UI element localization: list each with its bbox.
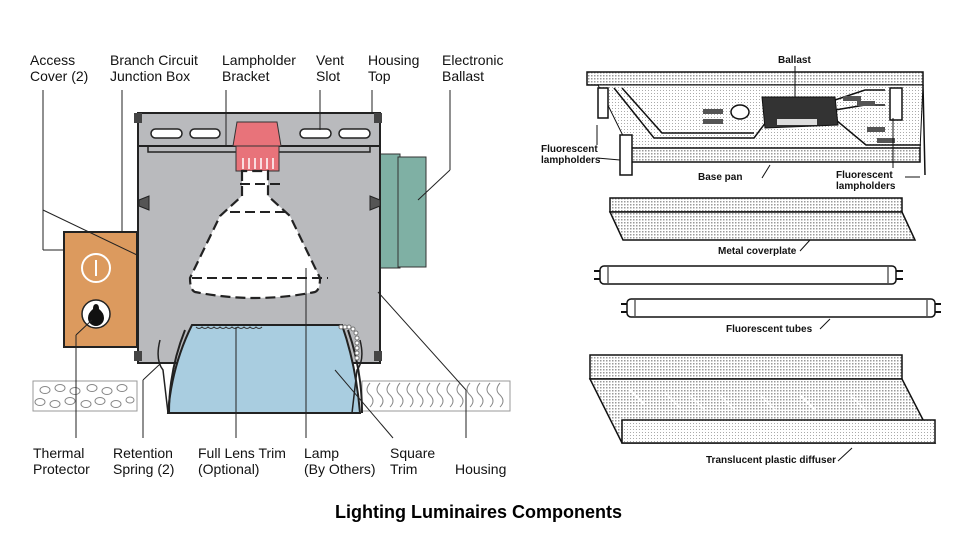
label-diffuser: Translucent plastic diffuser <box>706 455 837 466</box>
label-base-pan: Base pan <box>698 172 743 183</box>
figure-caption: Lighting Luminaires Components <box>335 502 622 522</box>
fluorescent-tube <box>621 298 941 318</box>
lamp <box>188 169 328 300</box>
thermal-protector <box>81 299 111 329</box>
recessed-downlight-diagram <box>32 90 511 439</box>
label-full-lens-trim: Full Lens Trim(Optional) <box>198 445 286 477</box>
label-fluorescent-tubes: Fluorescent tubes <box>726 324 813 335</box>
fluorescent-tube <box>594 265 903 285</box>
ceiling-left <box>32 380 138 412</box>
ballast <box>703 96 895 143</box>
base-pan <box>586 71 926 176</box>
label-housing: Housing <box>455 461 507 477</box>
leader-lines-right <box>596 66 920 462</box>
label-lamp: Lamp(By Others) <box>304 445 376 477</box>
lampholder-bracket <box>232 121 282 172</box>
fluorescent-troffer-diagram <box>586 66 941 462</box>
label-metal-coverplate: Metal coverplate <box>718 246 797 257</box>
translucent-plastic-diffuser <box>588 354 937 444</box>
vent-slots <box>150 128 371 139</box>
power-symbol-icon <box>81 253 111 283</box>
label-ballast: Ballast <box>778 55 811 66</box>
metal-coverplate <box>608 197 917 241</box>
ceiling-right <box>361 380 511 412</box>
junction-box <box>63 231 138 348</box>
electronic-ballast <box>379 153 427 269</box>
leader-lines <box>42 90 467 439</box>
square-trim <box>157 324 363 414</box>
